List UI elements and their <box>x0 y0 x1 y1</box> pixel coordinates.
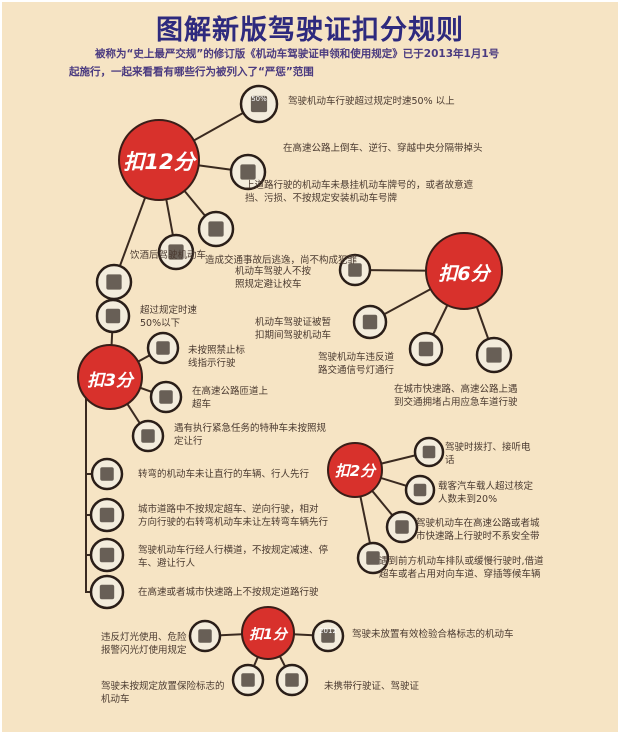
lane-change-icon <box>89 574 125 610</box>
rule-text: 城市道路中不按规定超车、逆向行驶，相对 方向行驶的右转弯机动车未让左转弯车辆先行 <box>138 504 329 528</box>
rule-text: 机动车驾驶人不按 照规定避让校车 <box>235 266 312 290</box>
penalty-hub <box>241 606 295 660</box>
crosswalk-icon <box>89 537 125 573</box>
rule-text: 在城市快速路、高速公路上遇 到交通拥堵占用应急车道行驶 <box>394 384 518 408</box>
rule-text: 转弯的机动车未让直行的车辆、行人先行 <box>138 469 310 480</box>
rule-text: 驾驶机动车行驶超过规定时速50% 以上 <box>288 96 455 107</box>
penalty-label: 扣3分 <box>87 370 133 391</box>
rule-text: 驾驶机动车行经人行横道，不按规定减速、停 车、避让行人 <box>138 545 329 569</box>
rule-text: 遇有执行紧急任务的特种车未按照规 定让行 <box>174 423 327 447</box>
passengers-icon <box>404 474 436 506</box>
rule-text: 超过规定时速 50%以下 <box>140 305 198 329</box>
traffic-signal-icon <box>408 331 444 367</box>
queue-jump-icon <box>356 541 390 575</box>
speedometer-icon <box>95 298 131 334</box>
wrong-way-icon <box>229 153 267 191</box>
rule-text: 上道路行驶的机动车未悬挂机动车牌号的，或者故意遮 挡、污损、不按规定安装机动车号… <box>245 180 474 204</box>
mobile-phone-icon <box>413 436 445 468</box>
ramp-overtake-icon <box>149 380 183 414</box>
rule-text: 驾驶未放置有效检验合格标志的机动车 <box>352 629 514 640</box>
rule-text: 未携带行驶证、驾驶证 <box>324 681 420 692</box>
rule-text: 未按照禁止标 线指示行驶 <box>188 345 246 369</box>
suspended-license-car-icon <box>352 304 388 340</box>
seatbelt-icon <box>385 510 419 544</box>
penalty-label: 扣12分 <box>123 150 195 175</box>
emergency-vehicle-icon <box>131 419 165 453</box>
rule-text: 驾驶机动车在高速公路或者城 市快速路上行驶时不系安全带 <box>416 518 540 542</box>
rule-text: 饮酒后驾驶机动车 <box>130 250 207 261</box>
headlights-icon <box>188 619 222 653</box>
icon-label: 50% <box>251 95 267 103</box>
license-card-icon <box>275 663 309 697</box>
penalty-hub <box>118 119 200 201</box>
rule-text: 在高速公路匝道上 超车 <box>192 386 269 410</box>
rule-text: 违反灯光使用、危险 报警闪光灯使用规定 <box>101 632 187 656</box>
school-bus-icon <box>338 253 372 287</box>
bottle-icon <box>95 263 133 301</box>
prohibited-line-icon <box>146 331 180 365</box>
turning-pedestrian-icon <box>90 457 124 491</box>
reverse-driving-icon <box>89 497 125 533</box>
rule-text: 驾驶机动车违反道 路交通信号灯通行 <box>318 352 395 376</box>
rule-text: 驾驶时拨打、接听电 话 <box>445 442 531 466</box>
subtitle-line-2: 起施行，一起来看看有哪些行为被列入了“严惩”范围 <box>69 66 314 78</box>
trunk-line <box>85 397 92 593</box>
penalty-label: 扣6分 <box>438 262 490 285</box>
rule-text: 在高速或者城市快速路上不按规定道路行驶 <box>138 587 319 598</box>
license-plate-question-icon <box>197 210 235 248</box>
penalty-label: 扣2分 <box>334 462 376 481</box>
inspection-sticker-icon: 2012 <box>311 619 345 653</box>
icon-label: 2012 <box>319 627 337 635</box>
penalty-hub <box>327 442 383 498</box>
rule-text: 载客汽车载人超过核定 人数未到20% <box>438 481 534 505</box>
penalty-hub <box>77 344 143 410</box>
rule-text: 驾驶未按规定放置保险标志的 机动车 <box>101 681 225 705</box>
penalty-hub <box>425 232 503 310</box>
hit-and-run-icon <box>157 233 195 271</box>
penalty-label: 扣1分 <box>249 626 287 643</box>
page-title: 图解新版驾驶证扣分规则 <box>156 15 464 46</box>
emergency-lane-icon <box>475 336 513 374</box>
speedometer-50-icon: 50% <box>239 84 279 124</box>
rule-text: 机动车驾驶证被暂 扣期间驾驶机动车 <box>255 317 332 341</box>
rule-text: 遇到前方机动车排队或缓慢行驶时,借道 超车或者占用对向车道、穿插等候车辆 <box>379 556 544 580</box>
rule-text: 造成交通事故后逃逸，尚不构成犯罪 <box>205 255 358 266</box>
insurance-sign-icon <box>231 663 265 697</box>
rule-text: 在高速公路上倒车、逆行、穿越中央分隔带掉头 <box>283 143 483 154</box>
subtitle-line-1: 被称为“史上最严交规”的修订版《机动车驾驶证申领和使用规定》已于2013年1月1… <box>95 48 500 60</box>
